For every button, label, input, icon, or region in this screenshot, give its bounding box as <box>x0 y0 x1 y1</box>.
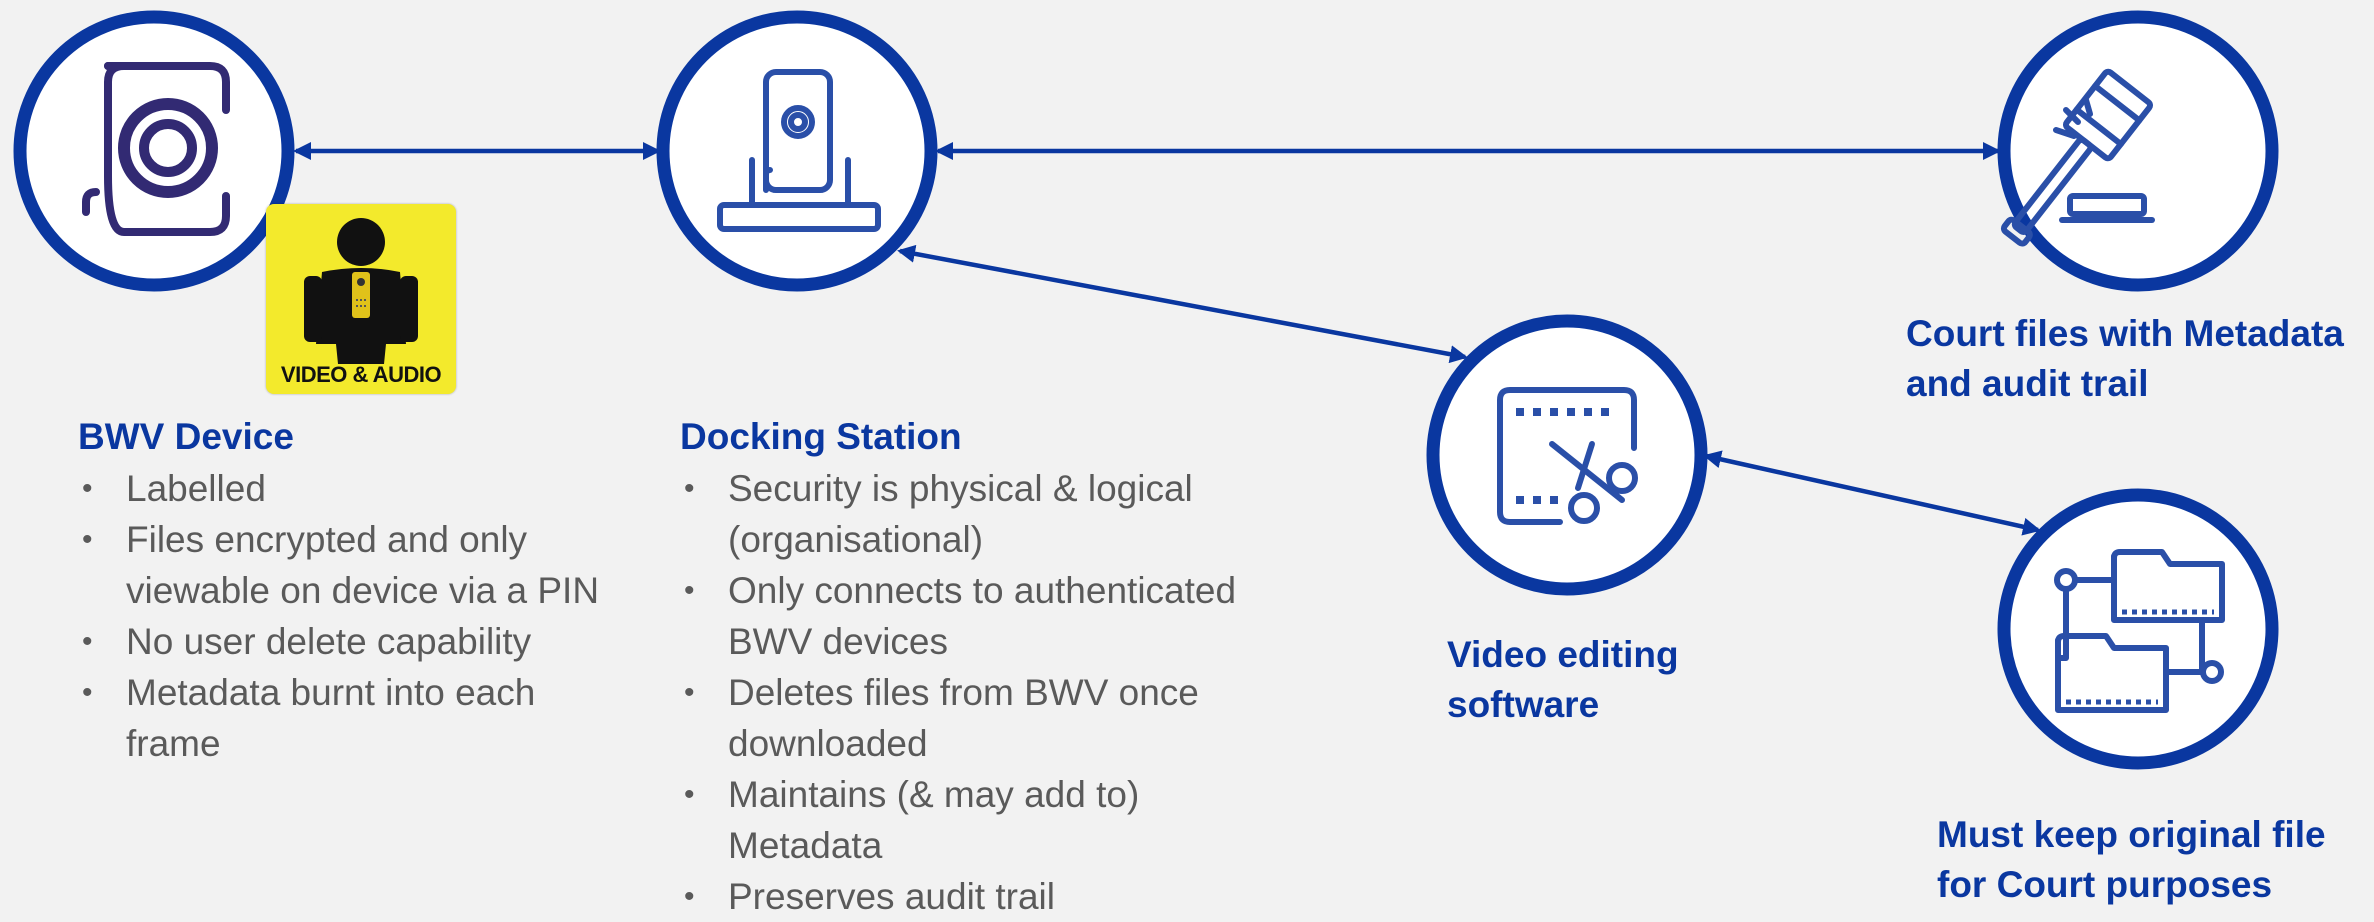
bwv-device-heading: BWV Device <box>78 416 294 457</box>
list-item: No user delete capability <box>78 616 638 667</box>
connector-docking-video-editing <box>897 244 1468 364</box>
video-edit-scissors-icon <box>1497 387 1638 525</box>
video-editing-node <box>1426 314 1708 596</box>
bwv-device-node <box>13 10 295 292</box>
original-file-heading: Must keep original file for Court purpos… <box>1937 814 2326 905</box>
list-item: Metadata burnt into each frame <box>78 667 638 769</box>
list-item: Maintains (& may add to) Metadata <box>680 769 1240 871</box>
original-file-node <box>1997 488 2279 770</box>
badge-label: VIDEO & AUDIO <box>280 362 442 387</box>
docking-station-node <box>656 10 938 292</box>
connector-video-editing-original-file <box>1703 450 2041 536</box>
docking-station-heading: Docking Station <box>680 416 962 457</box>
docking-station-bullet-list: Security is physical & logical (organisa… <box>680 463 1240 922</box>
video-editing-heading: Video editing software <box>1447 634 1679 725</box>
folder-tree-icon <box>2054 549 2225 713</box>
body-worn-camera-person-icon <box>304 218 418 364</box>
bwv-device-bullet-list: Labelled Files encrypted and only viewab… <box>78 463 638 769</box>
court-heading: Court files with Metadata and audit trai… <box>1906 313 2344 404</box>
body-camera-icon <box>82 62 230 236</box>
video-audio-badge: VIDEO & AUDIO <box>266 204 456 394</box>
list-item: Preserves audit trail <box>680 871 1240 922</box>
list-item: Files encrypted and only viewable on dev… <box>78 514 638 616</box>
gavel-icon <box>2000 68 2155 247</box>
docking-station-icon <box>717 69 881 232</box>
list-item: Security is physical & logical (organisa… <box>680 463 1240 565</box>
list-item: Deletes files from BWV once downloaded <box>680 667 1240 769</box>
list-item: Only connects to authenticated BWV devic… <box>680 565 1240 667</box>
court-node <box>1997 10 2279 292</box>
list-item: Labelled <box>78 463 638 514</box>
